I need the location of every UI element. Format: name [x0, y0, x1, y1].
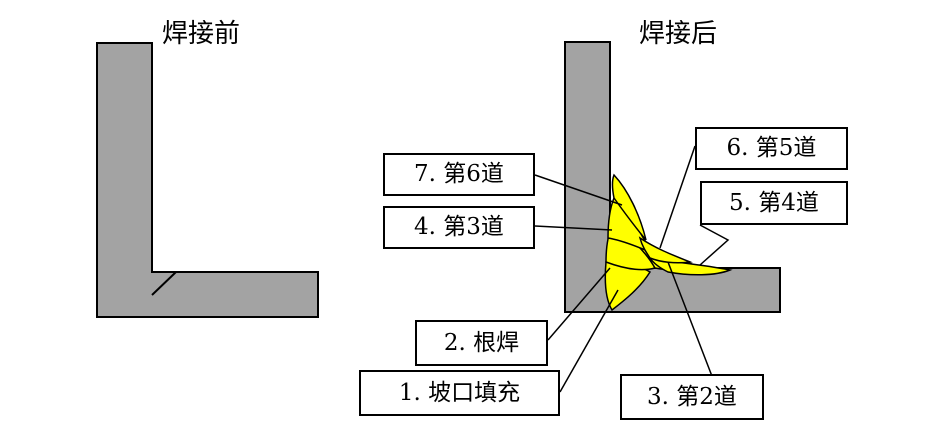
weld-beads: [604, 173, 733, 312]
before-plates: [96, 42, 319, 318]
label-pass6: 7. 第6道: [383, 153, 535, 196]
leader-lines: [534, 145, 730, 393]
leader-pass3: [534, 225, 613, 231]
label-fill: 1. 坡口填充: [359, 370, 560, 416]
title-after: 焊接后: [639, 19, 718, 49]
leader-pass4-b: [699, 224, 730, 266]
bead-pass6: [611, 173, 647, 241]
label-pass4: 5. 第4道: [700, 181, 848, 225]
leader-fill: [559, 289, 619, 393]
label-pass5: 6. 第5道: [695, 127, 848, 170]
label-pass3: 4. 第3道: [383, 206, 535, 249]
leader-pass5: [659, 145, 696, 249]
leader-root: [547, 267, 611, 341]
label-root: 2. 根焊: [415, 320, 548, 366]
title-before: 焊接前: [162, 19, 241, 49]
label-pass2: 3. 第2道: [620, 374, 764, 420]
leader-pass6: [534, 174, 623, 206]
before-bevel: [151, 271, 177, 296]
after-vertical-plate: [564, 41, 781, 313]
leader-pass2: [667, 261, 716, 385]
